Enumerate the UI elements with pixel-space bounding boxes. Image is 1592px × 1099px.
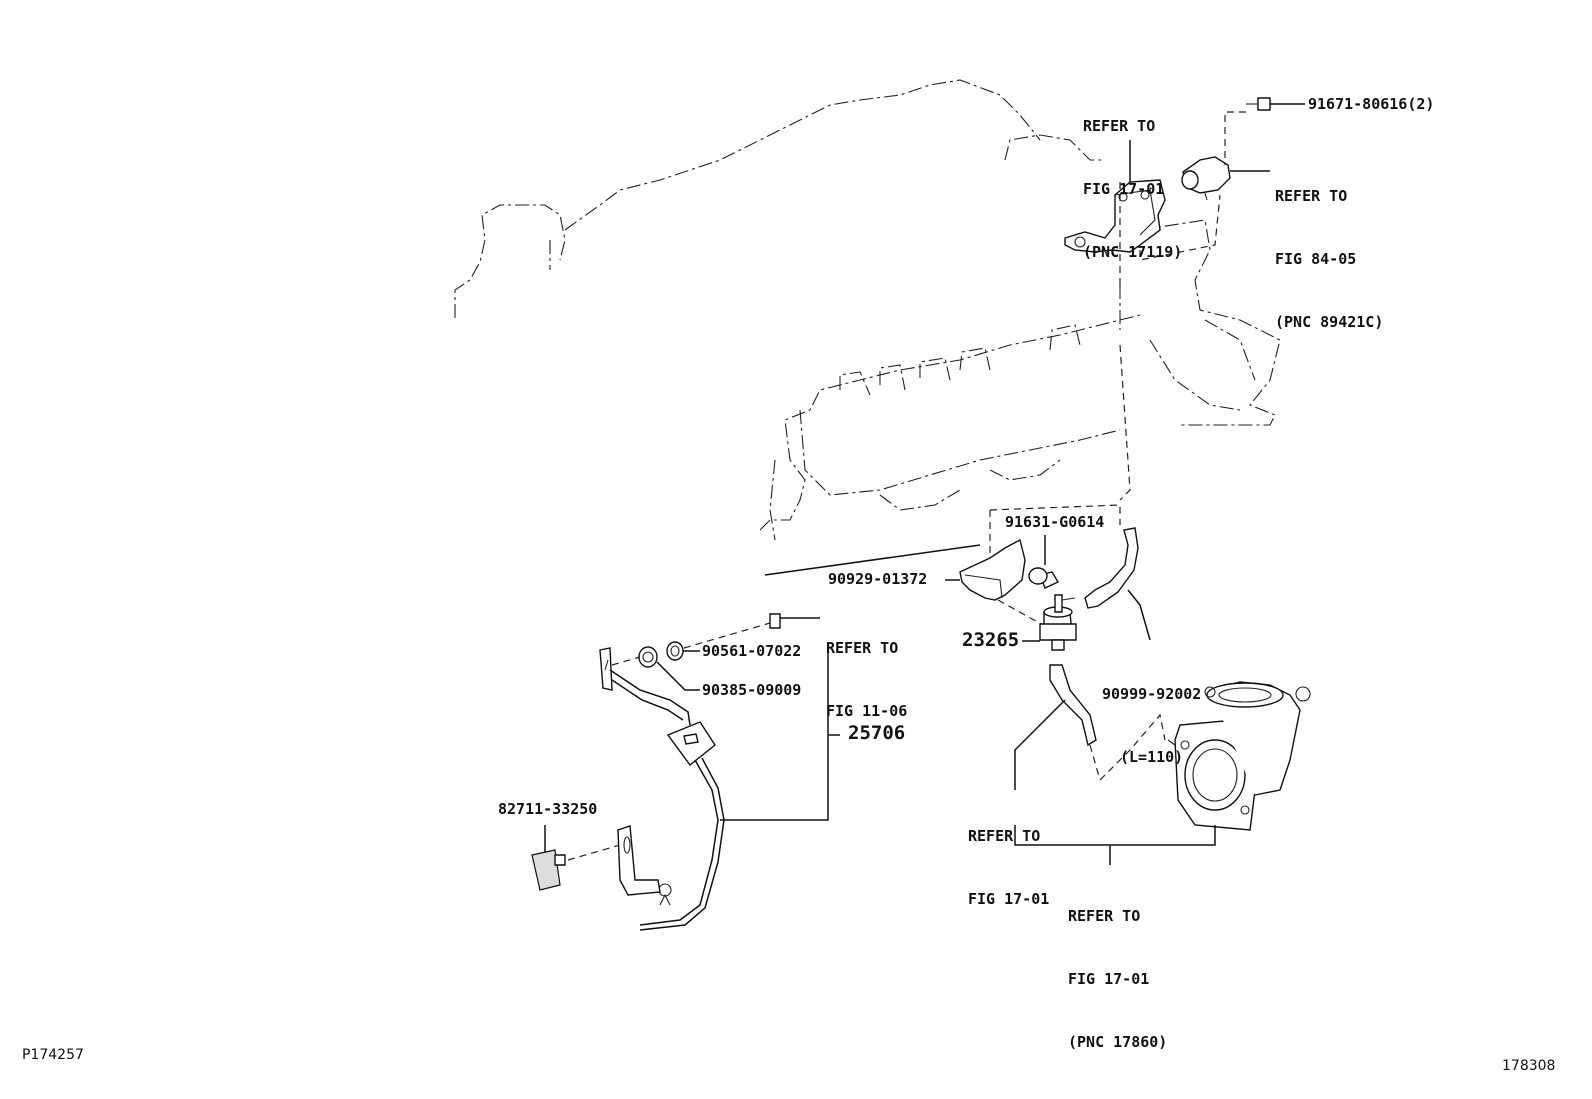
refer-17119-line2: FIG 17-01 xyxy=(1083,180,1165,198)
refer-1106-line2: FIG 11-06 xyxy=(826,702,908,720)
vacuum-pipe-part xyxy=(599,647,840,931)
dash-sensor xyxy=(1139,194,1221,261)
hose-90999-part xyxy=(1084,527,1151,641)
clamp-90929-label: 90929-01372 xyxy=(828,570,928,588)
refer-17860-line2: FIG 17-01 xyxy=(1068,970,1150,988)
lower-hose-part xyxy=(1014,664,1166,790)
gasket-90561-label: 90561-07022 xyxy=(702,642,802,660)
bolt-91671-label: 91671-80616(2) xyxy=(1308,95,1435,113)
engine-block-outline xyxy=(454,79,1281,576)
refer-1701-line1: REFER TO xyxy=(968,827,1041,845)
refer-17119-line1: REFER TO xyxy=(1083,117,1156,135)
bolt-91631-part xyxy=(1028,567,1048,585)
refer-17860-line3: (PNC 17860) xyxy=(1068,1033,1168,1051)
refer-17119-line3: (PNC 17119) xyxy=(1083,243,1183,261)
dash-nut xyxy=(611,656,641,666)
refer-1106-line1: REFER TO xyxy=(826,639,899,657)
refer-89421c-line2: FIG 84-05 xyxy=(1275,250,1357,268)
refer-1106-label: REFER TO FIG 11-06 xyxy=(826,596,907,743)
bolt-1106-part xyxy=(769,613,820,629)
refer-1701-line2: FIG 17-01 xyxy=(968,890,1050,908)
nut-90385-label: 90385-09009 xyxy=(702,681,802,699)
refer-89421c-label: REFER TO FIG 84-05 (PNC 89421C) xyxy=(1275,144,1383,354)
hose-90999-line1: 90999-92002 xyxy=(1102,685,1202,703)
footer-right-code: 178308 xyxy=(1502,1058,1556,1074)
hose-90999-label: 90999-92002 (L=110) xyxy=(1102,642,1201,789)
refer-17860-line1: REFER TO xyxy=(1068,907,1141,925)
bolt-91671-part xyxy=(1224,97,1305,165)
bracket-17119 xyxy=(1064,179,1166,253)
footer-left-code: P174257 xyxy=(22,1047,84,1063)
pipe-25706-label: 25706 xyxy=(848,722,906,744)
refer-1701-label: REFER TO FIG 17-01 xyxy=(968,784,1049,931)
refer-89421c-line3: (PNC 89421C) xyxy=(1275,313,1384,331)
dash-refer-1106 xyxy=(683,622,771,649)
refer-17860-label: REFER TO FIG 17-01 (PNC 17860) xyxy=(1068,864,1167,1074)
bolt-91631-label: 91631-G0614 xyxy=(1005,513,1105,531)
pressure-sensor-part xyxy=(1181,156,1270,201)
refer-17119-label: REFER TO FIG 17-01 (PNC 17119) xyxy=(1083,74,1182,284)
hose-90999-line2: (L=110) xyxy=(1120,748,1184,766)
clamp-82711-part xyxy=(531,825,661,896)
dash-vertical xyxy=(1119,344,1131,501)
clamp-82711-label: 82711-33250 xyxy=(498,800,598,818)
refer-89421c-line1: REFER TO xyxy=(1275,187,1348,205)
throttle-body-part xyxy=(1167,681,1311,831)
valve-23265-label: 23265 xyxy=(962,629,1020,651)
gasket-90561-part xyxy=(666,641,700,661)
refer-17860-bracket xyxy=(1014,825,1216,846)
